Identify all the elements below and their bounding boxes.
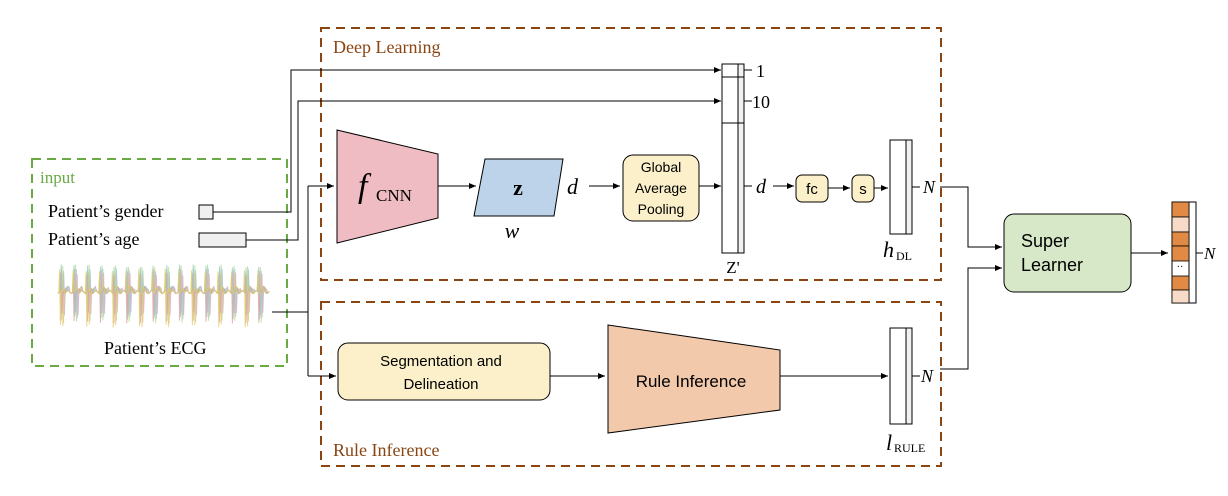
deep-learning-frame: Deep Learning	[320, 27, 942, 281]
ecg-signal-image	[57, 264, 270, 328]
pool-line-2: Average	[635, 180, 687, 196]
cnn-block: f CNN	[336, 129, 439, 244]
ecg-lead-trace	[57, 268, 270, 328]
segmentation-line-2: Delineation	[403, 376, 478, 393]
zprime-label: Z'	[726, 258, 739, 277]
super-learner-line-1: Super	[1021, 231, 1069, 251]
lrule-dim-n: N	[920, 366, 934, 386]
segmentation-block: Segmentation and Delineation	[337, 342, 551, 401]
fc-layer: fc	[795, 174, 829, 203]
hdl-vector: N h DL	[883, 139, 936, 263]
super-learner-block: Super Learner	[1003, 213, 1132, 293]
output-vector: ·· N	[1171, 201, 1217, 304]
zprime-dim-1: 1	[756, 61, 765, 81]
z-dim-d: d	[567, 174, 579, 199]
patient-gender-label: Patient’s gender	[48, 201, 163, 221]
gender-to-zprime-arrow	[213, 67, 721, 213]
zprime-dim-10: 10	[752, 92, 770, 112]
pool-line-3: Pooling	[638, 201, 685, 217]
hdl-dim-n: N	[922, 177, 936, 197]
hdl-sub: DL	[896, 249, 912, 263]
super-learner-line-2: Learner	[1021, 255, 1083, 275]
global-average-pooling-block: Global Average Pooling	[622, 154, 700, 222]
lrule-sub: RULE	[894, 441, 925, 455]
zprime-vector: 1 10 d Z'	[721, 61, 770, 277]
to-super-learner-connectors	[940, 186, 1002, 370]
rule-inference-label: Rule Inference	[636, 372, 747, 391]
sigmoid-layer: s	[851, 174, 875, 203]
age-to-zprime-arrow	[246, 98, 721, 241]
s-label: s	[859, 181, 867, 198]
z-block: z d w	[473, 158, 579, 243]
z-weight-w: w	[505, 218, 520, 243]
z-label: z	[513, 175, 523, 200]
input-connectors	[213, 67, 721, 379]
output-ellipsis: ··	[1177, 262, 1184, 273]
cnn-subscript: CNN	[376, 186, 412, 205]
pool-line-1: Global	[641, 159, 681, 175]
deep-learning-title: Deep Learning	[333, 37, 440, 57]
patient-age-label: Patient’s age	[48, 229, 139, 249]
rule-inference-frame: Rule Inference	[320, 301, 942, 467]
gender-vector	[198, 204, 214, 220]
lrule-l: l	[886, 430, 892, 455]
output-dim-n: N	[1203, 244, 1217, 263]
fc-label: fc	[806, 181, 818, 198]
age-vector	[198, 232, 247, 248]
input-frame: input Patient’s gender Patient’s age Pat…	[31, 158, 288, 367]
lrule-vector: N l RULE	[886, 327, 934, 455]
patient-ecg-label: Patient’s ECG	[104, 338, 207, 358]
input-title: input	[40, 168, 75, 187]
rule-inference-title: Rule Inference	[333, 440, 439, 460]
lrule-to-super-arrow	[940, 265, 1002, 370]
segmentation-line-1: Segmentation and	[380, 353, 502, 370]
rule-inference-block: Rule Inference	[607, 324, 781, 434]
zprime-dim-d: d	[756, 176, 767, 198]
hdl-to-super-arrow	[940, 186, 1002, 250]
hdl-h: h	[883, 237, 894, 262]
